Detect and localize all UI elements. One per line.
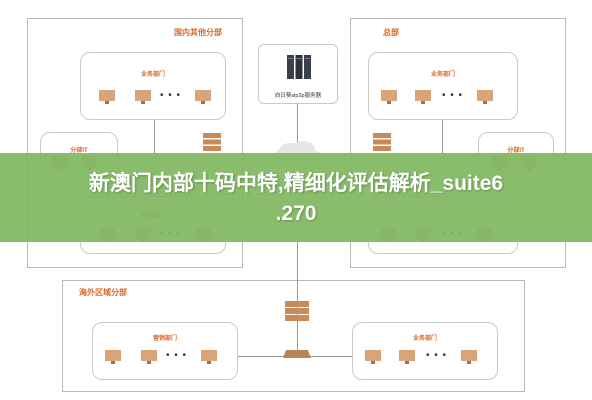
pc-icon: [365, 350, 381, 364]
pc-icon: [135, 90, 151, 104]
domestic-firewall-icon: [203, 133, 221, 151]
more-pcs-ellipsis: • • •: [160, 90, 182, 101]
server-vertical-link: [297, 104, 298, 148]
pc-icon: [99, 90, 115, 104]
overseas-vertical-link: [297, 242, 298, 356]
pc-icon: [201, 350, 217, 364]
hq-business-box: 业务部门: [368, 52, 518, 120]
overseas-router-icon: [283, 350, 311, 358]
pc-icon: [141, 350, 157, 364]
pc-icon: [399, 350, 415, 364]
banner-title-line2: .270: [275, 202, 317, 225]
pc-icon: [415, 90, 431, 104]
banner-title-line1: 新澳门内部十码中特,精细化评估解析_suite6: [88, 172, 504, 195]
overseas-business-title: 业务部门: [412, 336, 437, 342]
domestic-vertical-link: [154, 120, 155, 153]
domestic-branch-title: 国内其他分部: [174, 28, 222, 37]
more-pcs-ellipsis: • • •: [166, 350, 188, 361]
p2p-server-label: 向日葵slp2p服务器: [274, 93, 322, 99]
overseas-firewall-icon: [285, 301, 309, 321]
pc-icon: [105, 350, 121, 364]
hq-branch-it-title: 分部IT: [507, 148, 525, 154]
p2p-server-box: 向日葵slp2p服务器: [258, 44, 338, 104]
hq-firewall-icon: [373, 133, 391, 151]
hq-title: 总部: [383, 28, 399, 37]
server-rack-icon: [287, 55, 311, 79]
more-pcs-ellipsis: • • •: [426, 350, 448, 361]
domestic-business-title: 业务部门: [140, 72, 165, 78]
hq-business-title: 业务部门: [430, 72, 455, 78]
hq-vertical-link: [442, 120, 443, 153]
domestic-business-box: 业务部门: [80, 52, 226, 120]
pc-icon: [381, 90, 397, 104]
pc-icon: [477, 90, 493, 104]
pc-icon: [195, 90, 211, 104]
overseas-title: 海外区域分部: [79, 288, 127, 297]
title-banner: 新澳门内部十码中特,精细化评估解析_suite6 .270: [0, 153, 592, 242]
pc-icon: [461, 350, 477, 364]
overseas-marketing-title: 营销部门: [152, 336, 177, 342]
domestic-branch-it-title: 分部IT: [70, 148, 88, 154]
more-pcs-ellipsis: • • •: [442, 90, 464, 101]
